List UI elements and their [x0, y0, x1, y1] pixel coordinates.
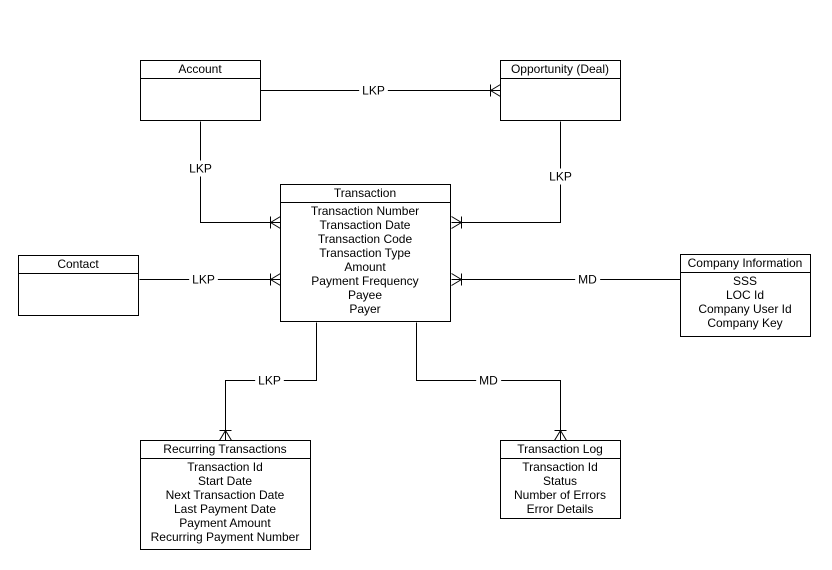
- crows-foot-marker: [270, 216, 281, 229]
- log-title: Transaction Log: [517, 442, 603, 456]
- crows-foot-marker: [270, 273, 281, 286]
- transaction-attribute: Payer: [349, 302, 380, 316]
- relationship-label: LKP: [362, 84, 385, 98]
- contact-title: Contact: [57, 257, 99, 271]
- recurring-title: Recurring Transactions: [163, 442, 286, 456]
- log-attribute: Number of Errors: [514, 488, 606, 502]
- connectors: LKP LKP LKP LKP MD LKP MD: [139, 82, 681, 441]
- recurring-attribute: Payment Amount: [179, 516, 271, 530]
- account-box: [140, 60, 261, 121]
- label-background: [476, 372, 502, 389]
- relationship-label: MD: [479, 374, 498, 388]
- transaction-attribute: Transaction Date: [320, 218, 411, 232]
- relationship-label: MD: [578, 273, 597, 287]
- label-background: [186, 160, 215, 177]
- relationship-label: LKP: [549, 170, 572, 184]
- account-title: Account: [178, 62, 222, 76]
- log-box: [500, 440, 621, 519]
- transaction-attribute: Payee: [348, 288, 382, 302]
- recurring-attribute: Transaction Id: [187, 460, 263, 474]
- company-attribute: SSS: [733, 274, 757, 288]
- opportunity-transaction-line: [451, 121, 561, 223]
- company-attribute: LOC Id: [726, 288, 764, 302]
- relationship-label: LKP: [189, 162, 212, 176]
- crows-foot-marker: [490, 84, 501, 97]
- relationship-account-transaction[interactable]: LKP: [186, 121, 281, 229]
- company-title: Company Information: [688, 256, 803, 270]
- opportunity-title: Opportunity (Deal): [511, 62, 609, 76]
- account-transaction-line: [200, 121, 281, 223]
- transaction-attribute: Payment Frequency: [311, 274, 418, 288]
- entities: Account Opportunity (Deal) TransactionTran…: [18, 60, 811, 550]
- label-background: [189, 271, 218, 288]
- crows-foot-marker: [554, 430, 567, 441]
- recurring-attribute: Last Payment Date: [174, 502, 276, 516]
- entity-account[interactable]: Account: [140, 60, 261, 121]
- crows-foot-marker: [451, 216, 462, 229]
- log-attribute: Error Details: [527, 502, 594, 516]
- transaction-attribute: Amount: [344, 260, 386, 274]
- relationship-account-opportunity[interactable]: LKP: [260, 82, 501, 99]
- company-attribute: Company User Id: [698, 302, 791, 316]
- relationship-transaction-log[interactable]: MD: [416, 322, 567, 441]
- transaction-title: Transaction: [334, 186, 396, 200]
- relationship-opportunity-transaction[interactable]: LKP: [451, 121, 575, 229]
- company-attribute: Company Key: [707, 316, 782, 330]
- entity-opportunity[interactable]: Opportunity (Deal): [500, 60, 621, 121]
- label-background: [255, 372, 284, 389]
- opportunity-box: [500, 60, 621, 121]
- entity-contact[interactable]: Contact: [18, 255, 139, 316]
- label-background: [575, 271, 601, 288]
- log-attribute: Status: [543, 474, 577, 488]
- transaction-attribute: Transaction Number: [311, 204, 419, 218]
- crows-foot-marker: [451, 273, 462, 286]
- relationship-label: LKP: [192, 273, 215, 287]
- label-background: [359, 82, 388, 99]
- relationship-company-transaction[interactable]: MD: [451, 271, 681, 288]
- relationship-transaction-recurring[interactable]: LKP: [219, 322, 317, 441]
- log-attribute: Transaction Id: [522, 460, 598, 474]
- transaction-attribute: Transaction Type: [319, 246, 411, 260]
- recurring-attribute: Recurring Payment Number: [151, 530, 300, 544]
- transaction-box: [280, 184, 451, 322]
- relationship-label: LKP: [258, 374, 281, 388]
- transaction-attribute: Transaction Code: [318, 232, 413, 246]
- recurring-attribute: Start Date: [198, 474, 252, 488]
- recurring-attribute: Next Transaction Date: [166, 488, 285, 502]
- company-box: [680, 254, 811, 337]
- crows-foot-marker: [219, 430, 232, 441]
- contact-box: [18, 255, 139, 316]
- relationship-contact-transaction[interactable]: LKP: [139, 271, 281, 288]
- label-background: [546, 168, 575, 185]
